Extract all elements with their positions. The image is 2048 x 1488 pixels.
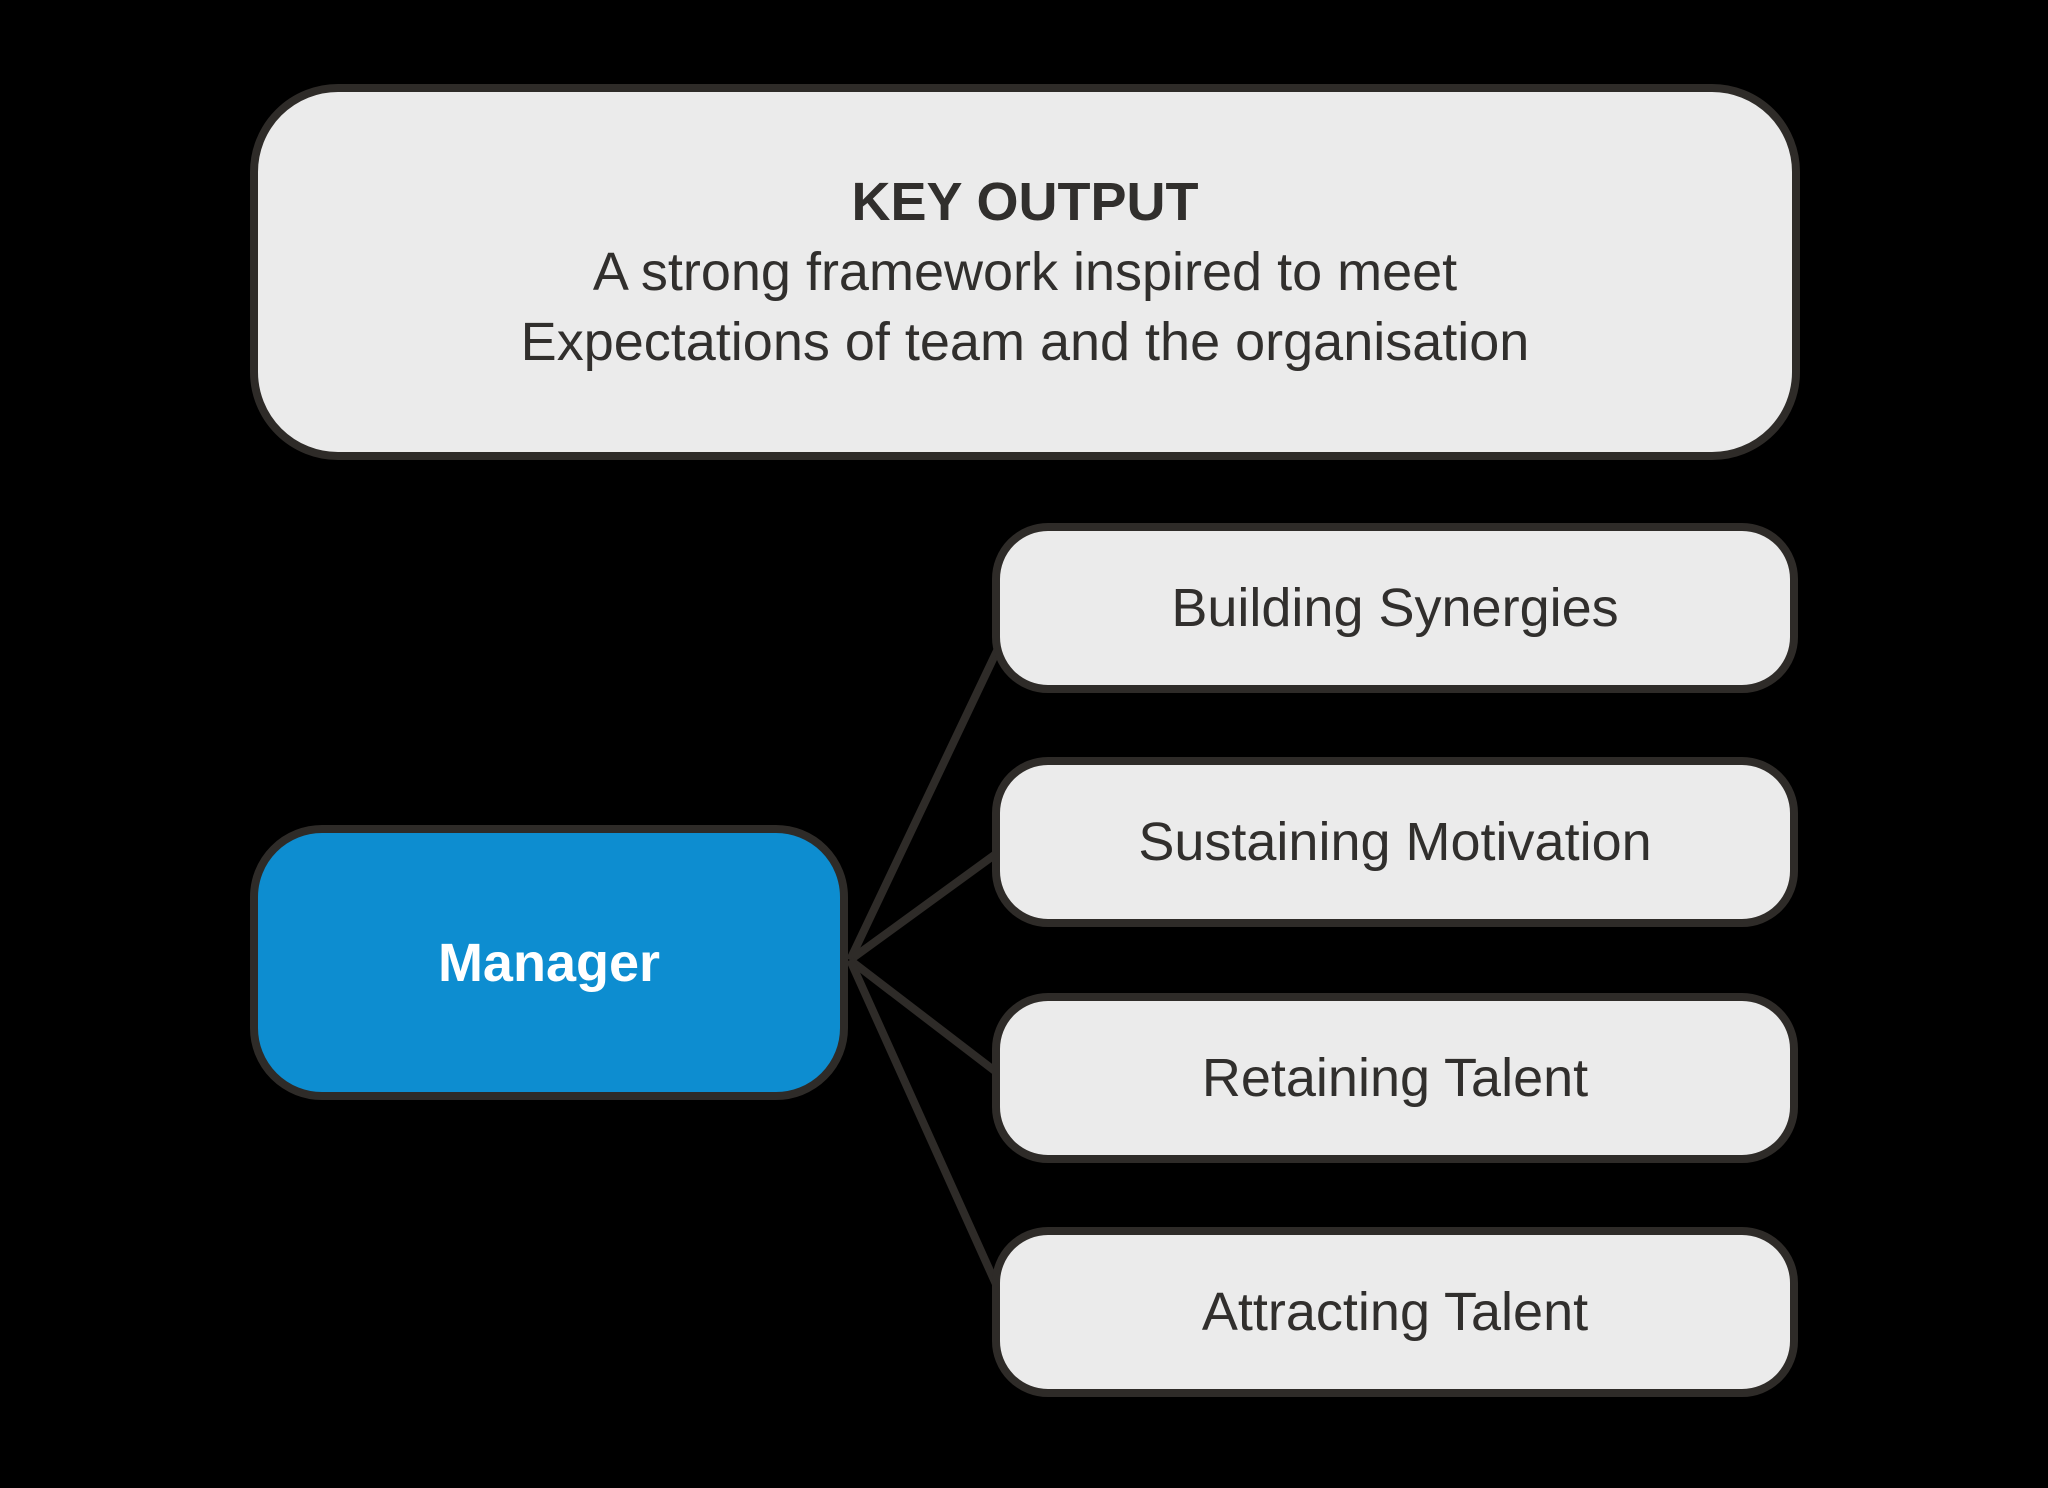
branch-label: Building Synergies [1171,578,1619,638]
branch-node-attracting-talent: Attracting Talent [992,1227,1798,1397]
connector-line-building-synergies [846,634,1008,962]
connector-line-retaining-talent [847,956,1007,1082]
connector-line-sustaining-motivation [847,844,1007,964]
manager-label: Manager [437,932,661,993]
branch-label: Sustaining Motivation [1138,812,1652,872]
branch-node-retaining-talent: Retaining Talent [992,993,1798,1163]
branch-label: Attracting Talent [1201,1282,1589,1342]
branch-node-building-synergies: Building Synergies [992,523,1798,693]
key-output-line1: A strong framework inspired to meet [592,242,1458,302]
key-output-line2: Expectations of team and the organisatio… [520,312,1530,372]
branch-label: Retaining Talent [1201,1048,1589,1108]
branch-node-sustaining-motivation: Sustaining Motivation [992,757,1798,927]
connector-line-attracting-talent [846,958,1008,1304]
key-output-title: KEY OUTPUT [851,172,1199,232]
key-output-box: KEY OUTPUT A strong framework inspired t… [250,84,1800,460]
manager-node: Manager [250,825,848,1100]
